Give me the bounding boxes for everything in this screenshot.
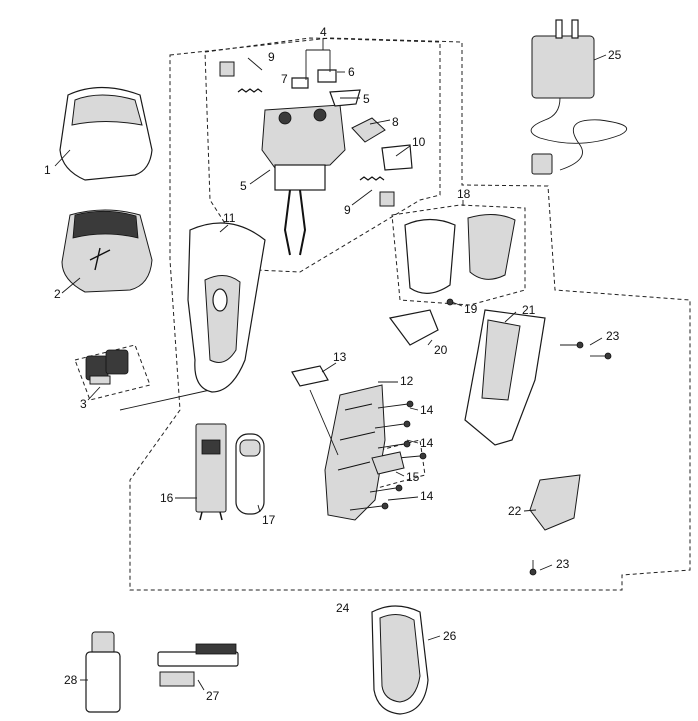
rear-housing-part (464, 309, 546, 446)
switch-part (371, 451, 405, 475)
callout-5b: 5 (240, 179, 247, 193)
cleaning-brush-part (157, 643, 239, 687)
clip-part-9a (219, 61, 235, 77)
callout-7: 7 (281, 72, 288, 86)
assembly-24-boundary (129, 37, 691, 591)
spring-part (237, 88, 385, 181)
callout-5a: 5 (363, 92, 370, 106)
inner-frame-part (324, 384, 386, 521)
inner-blades-part (85, 349, 129, 385)
callout-4: 4 (320, 25, 327, 39)
callout-27: 27 (206, 689, 220, 703)
callout-9b: 9 (344, 203, 351, 217)
screw-part-23 (529, 341, 612, 576)
callout-26: 26 (443, 629, 457, 643)
assembly-4-boundary (204, 37, 441, 273)
callout-20: 20 (434, 343, 448, 357)
ac-adapter-part (530, 19, 628, 175)
circuit-board-part (195, 423, 227, 521)
battery-part (235, 433, 265, 515)
oil-bottle-part (85, 631, 121, 713)
callout-14b: 14 (420, 436, 434, 450)
motor-block-part (261, 104, 346, 256)
callout-17: 17 (262, 513, 276, 527)
top-clip-part (291, 365, 329, 387)
callout-24: 24 (336, 601, 350, 615)
front-body-part (187, 222, 266, 393)
bracket-part-20 (388, 309, 439, 346)
callout-6: 6 (348, 65, 355, 79)
callout-14c: 14 (420, 489, 434, 503)
callout-18: 18 (457, 187, 471, 201)
callout-23a: 23 (606, 329, 620, 343)
pouch-part (371, 605, 429, 715)
clip-part-9b (379, 191, 395, 207)
callout-21: 21 (522, 303, 536, 317)
callout-12: 12 (400, 374, 414, 388)
screw-part-19 (446, 298, 463, 307)
outer-cap-part (59, 86, 153, 181)
callout-15: 15 (406, 470, 420, 484)
callout-13: 13 (333, 350, 347, 364)
foil-frame-part (61, 209, 153, 293)
callout-8: 8 (392, 115, 399, 129)
bracket-part-6 (317, 69, 337, 83)
callout-3: 3 (80, 397, 87, 411)
holder-part-10 (381, 144, 413, 171)
callout-22: 22 (508, 504, 522, 518)
callout-19: 19 (464, 302, 478, 316)
screw-set-part (349, 400, 427, 511)
callout-2: 2 (54, 287, 61, 301)
callout-28: 28 (64, 673, 78, 687)
callout-10: 10 (412, 135, 426, 149)
side-cover-pair-part (404, 214, 516, 294)
callout-23b: 23 (556, 557, 570, 571)
pad-part-8 (351, 117, 386, 143)
bottom-cover-part (529, 474, 581, 531)
callout-16: 16 (160, 491, 174, 505)
callout-9a: 9 (268, 50, 275, 64)
callout-14a: 14 (420, 403, 434, 417)
bracket-part-7 (291, 77, 309, 89)
callout-25: 25 (608, 48, 622, 62)
callout-1: 1 (44, 163, 51, 177)
callout-11: 11 (223, 211, 236, 225)
